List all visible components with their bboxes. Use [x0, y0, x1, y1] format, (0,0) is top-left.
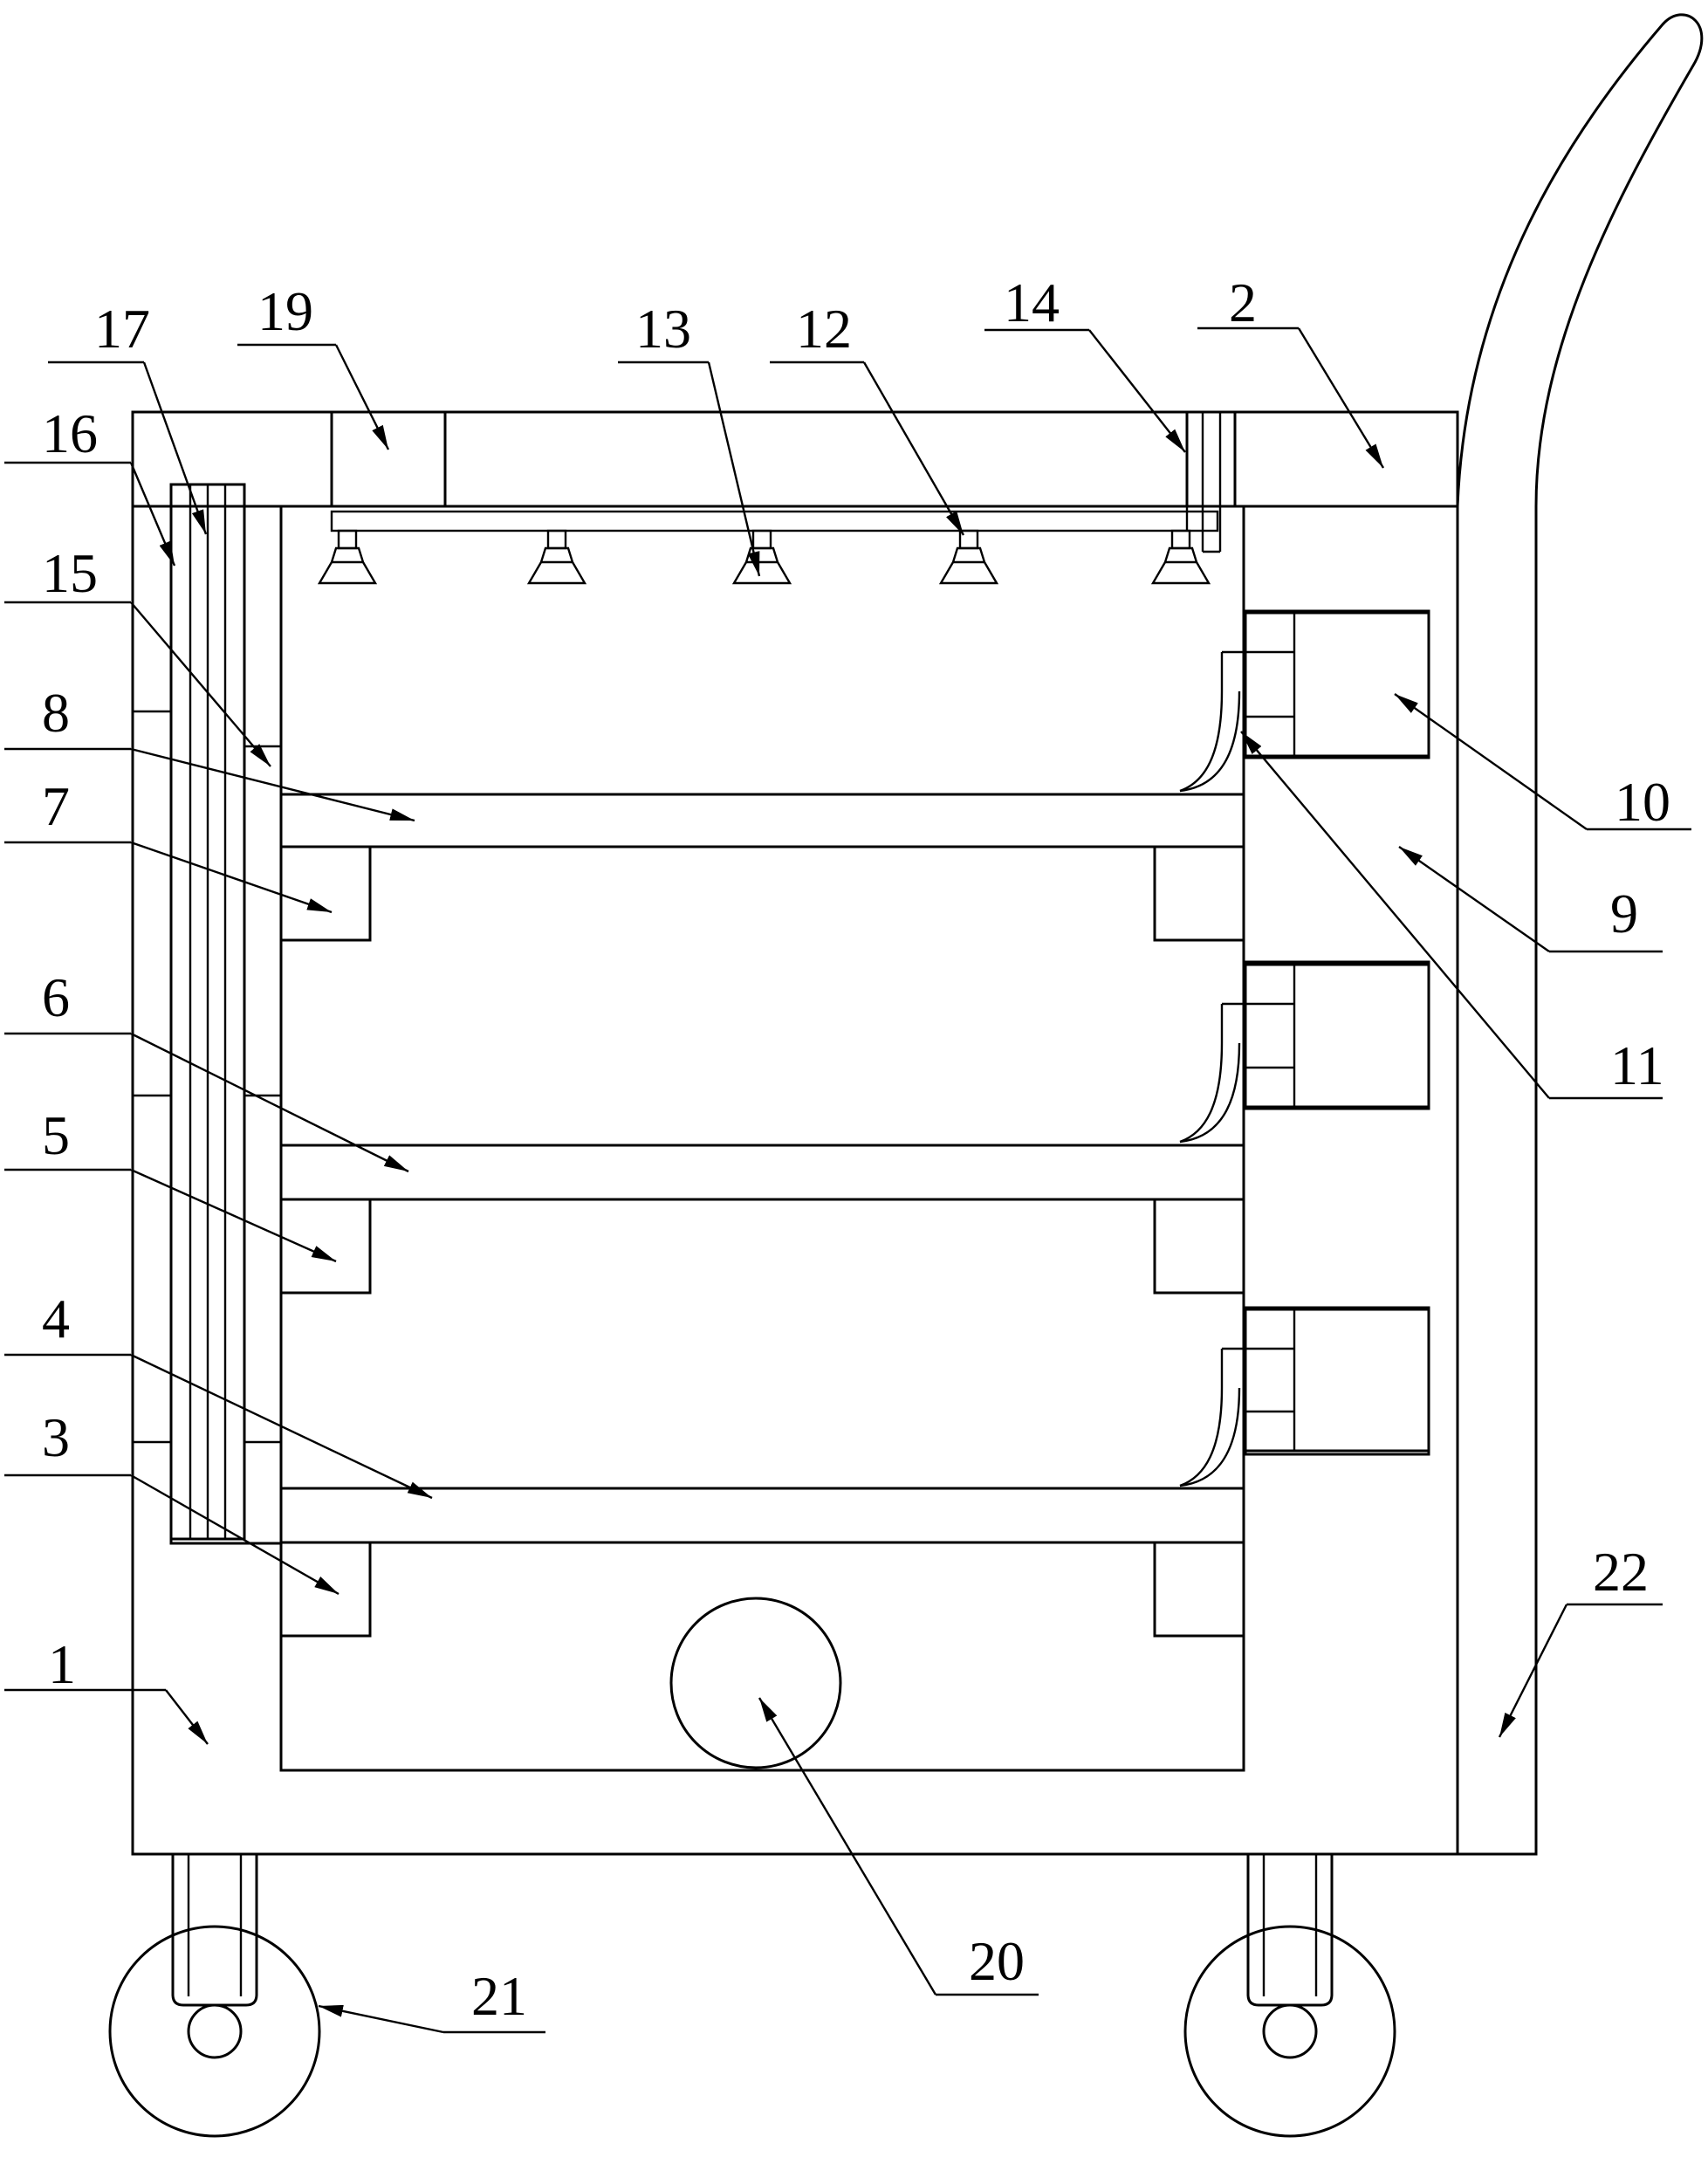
callout-15: 15 — [4, 542, 271, 767]
deflector-outer — [1179, 652, 1224, 793]
drain-circle — [669, 1597, 842, 1769]
callout-label: 21 — [471, 1965, 527, 2027]
cabinet-body — [131, 505, 1459, 1856]
brackets — [279, 845, 1245, 1638]
callout-label: 19 — [257, 280, 313, 342]
callout-label: 9 — [1610, 883, 1638, 945]
deflector-inner — [1179, 1042, 1241, 1144]
callout-2: 2 — [1197, 271, 1385, 469]
fan-unit — [1179, 1308, 1430, 1487]
callout-leader — [862, 361, 965, 536]
callout-20: 20 — [758, 1697, 1039, 1996]
callout-4: 4 — [4, 1288, 433, 1500]
deflector-inner — [1179, 690, 1241, 793]
callout-6: 6 — [4, 966, 409, 1173]
callout-label: 3 — [42, 1406, 70, 1468]
callout-leader — [130, 1032, 409, 1173]
callout-leader — [130, 1168, 337, 1263]
callout-leader — [1498, 1604, 1568, 1738]
callout-9: 9 — [1398, 846, 1663, 953]
callout-11: 11 — [1240, 731, 1664, 1100]
callout-label: 11 — [1610, 1034, 1664, 1096]
spray-nozzle — [1150, 529, 1211, 585]
callout-leader — [130, 601, 271, 767]
spray-nozzle — [526, 529, 587, 585]
callout-label: 2 — [1229, 271, 1257, 333]
callout-label: 12 — [796, 298, 852, 360]
callout-10: 10 — [1394, 693, 1691, 833]
callout-leader — [318, 2004, 444, 2034]
callout-leader — [130, 1473, 340, 1596]
callout-leader — [130, 841, 333, 914]
spray-nozzle — [938, 529, 999, 585]
callout-leader — [1398, 846, 1550, 952]
callout-leader — [1297, 327, 1385, 469]
callout-16: 16 — [4, 402, 176, 567]
wheel — [1183, 1854, 1396, 2138]
callout-label: 17 — [94, 298, 150, 360]
callout-leader — [1394, 693, 1588, 830]
callout-label: 20 — [969, 1930, 1025, 1992]
callout-21: 21 — [318, 1965, 545, 2034]
callout-22: 22 — [1498, 1541, 1663, 1738]
callout-8: 8 — [4, 682, 415, 822]
fan-units — [1179, 611, 1430, 1487]
deflector-outer — [1179, 1349, 1224, 1487]
callout-14: 14 — [984, 271, 1186, 453]
callout-leader — [334, 344, 390, 450]
callout-label: 8 — [42, 682, 70, 744]
callout-leader — [758, 1697, 937, 1996]
wheel — [108, 1854, 321, 2138]
callout-label: 16 — [42, 402, 98, 464]
nozzles — [317, 529, 1211, 585]
handle — [1456, 13, 1704, 1856]
callout-label: 5 — [42, 1104, 70, 1166]
callout-label: 22 — [1593, 1541, 1649, 1603]
callout-label: 6 — [42, 966, 70, 1028]
spray-nozzle — [317, 529, 378, 585]
fan-unit — [1179, 963, 1430, 1144]
callout-label: 15 — [42, 542, 98, 604]
callout-19: 19 — [237, 280, 390, 450]
callout-label: 7 — [42, 775, 70, 837]
callout-label: 1 — [48, 1633, 76, 1695]
callout-label: 10 — [1615, 771, 1670, 833]
callout-leader — [1240, 731, 1550, 1099]
callout-3: 3 — [4, 1406, 340, 1596]
fan-unit — [1179, 611, 1430, 793]
callout-label: 13 — [635, 298, 691, 360]
deflector-inner — [1179, 1387, 1241, 1487]
callout-leader — [142, 361, 208, 535]
side-tube — [133, 483, 281, 1541]
callout-7: 7 — [4, 775, 333, 914]
deflector-outer — [1179, 1004, 1224, 1144]
callout-leader — [129, 462, 176, 567]
callout-5: 5 — [4, 1104, 337, 1263]
callout-leader — [1088, 329, 1186, 453]
spray-system — [330, 506, 1222, 553]
callout-13: 13 — [618, 298, 761, 577]
callout-leader — [707, 361, 761, 577]
callout-label: 14 — [1004, 271, 1060, 333]
callout-17: 17 — [48, 298, 208, 535]
callout-leader — [130, 1353, 433, 1500]
callout-leader — [165, 1689, 209, 1745]
callout-12: 12 — [770, 298, 965, 536]
wheels — [108, 1854, 1396, 2138]
lid — [131, 410, 1459, 508]
spray-nozzle — [731, 529, 792, 585]
callout-leader — [130, 747, 415, 822]
callout-1: 1 — [4, 1633, 209, 1745]
shelves — [279, 793, 1245, 1544]
callout-label: 4 — [42, 1288, 70, 1350]
